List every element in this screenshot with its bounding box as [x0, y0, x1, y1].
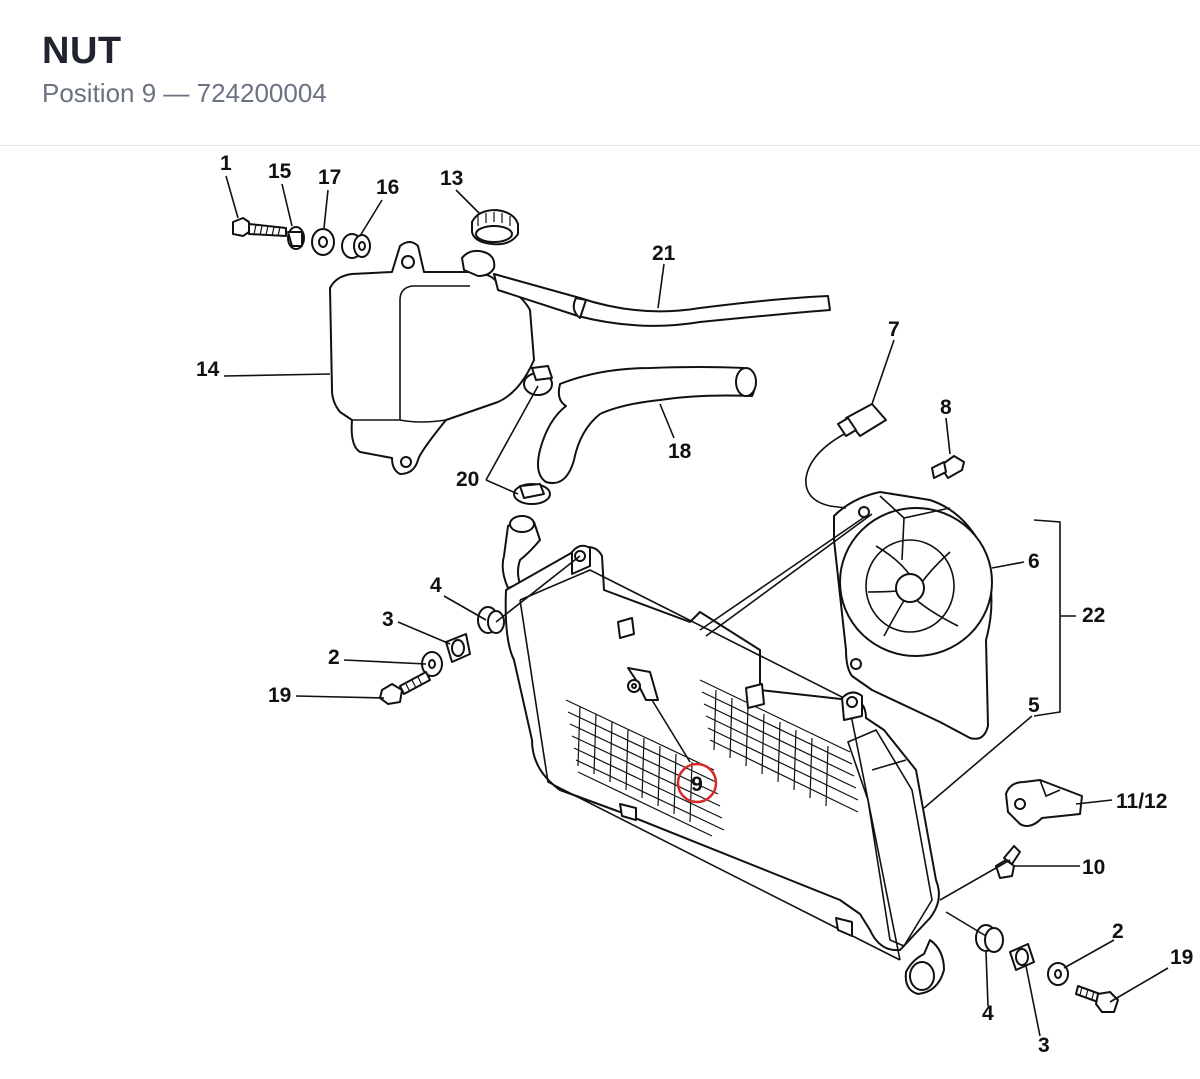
bracket-11-12	[1005, 779, 1083, 827]
fan-6	[833, 491, 993, 740]
exploded-parts-diagram: 1 15 17 16 13 21 14 7 8 18 20 6 22 4 3 2…	[196, 152, 1193, 1057]
callout-3-left[interactable]: 3	[382, 608, 394, 631]
screw-10	[995, 845, 1021, 879]
expansion-tank-14	[329, 241, 535, 475]
callout-17[interactable]: 17	[318, 166, 341, 189]
callout-2-right[interactable]: 2	[1112, 920, 1124, 943]
clamp-20-upper	[523, 365, 553, 396]
grommet-4-left	[477, 606, 505, 634]
callout-4-right[interactable]: 4	[982, 1002, 994, 1025]
callout-13[interactable]: 13	[440, 167, 463, 190]
part-subtitle: Position 9 — 724200004	[42, 78, 327, 108]
callout-9-highlighted[interactable]: 9	[676, 762, 718, 804]
hose-18	[537, 366, 757, 484]
callout-14[interactable]: 14	[196, 358, 220, 381]
screw-8	[931, 455, 965, 479]
callout-2-left[interactable]: 2	[328, 646, 340, 669]
spacer-3-left	[445, 633, 471, 663]
callout-19-left[interactable]: 19	[268, 684, 291, 707]
callout-19-right[interactable]: 19	[1170, 946, 1193, 969]
callout-9[interactable]: 9	[691, 773, 703, 796]
callout-22[interactable]: 22	[1082, 604, 1105, 627]
callout-18[interactable]: 18	[668, 440, 692, 463]
callout-3-right[interactable]: 3	[1038, 1034, 1050, 1057]
bolt-19-left	[379, 671, 431, 705]
callout-7[interactable]: 7	[888, 318, 900, 341]
highlight-ring	[676, 762, 718, 804]
hose-21	[493, 273, 831, 327]
spacer-15	[287, 226, 305, 250]
spacer-3-right	[1009, 943, 1035, 971]
callout-10[interactable]: 10	[1082, 856, 1105, 879]
page-header: NUT Position 9 — 724200004	[0, 0, 1200, 146]
callout-5[interactable]: 5	[1028, 694, 1040, 717]
callout-21[interactable]: 21	[652, 242, 676, 265]
callout-1[interactable]: 1	[220, 152, 232, 175]
grommet-4-right	[975, 924, 1004, 953]
wire-connector-7	[805, 403, 887, 509]
callout-labels: 1 15 17 16 13 21 14 7 8 18 20 6 22 4 3 2…	[196, 152, 1193, 1057]
callout-15[interactable]: 15	[268, 160, 292, 183]
radiator-5	[501, 515, 945, 995]
callout-4-left[interactable]: 4	[430, 574, 442, 597]
clamp-20-lower	[513, 483, 551, 505]
cap-13	[471, 209, 519, 246]
bolt-1	[232, 217, 287, 237]
callout-16[interactable]: 16	[376, 176, 399, 199]
callout-11-12[interactable]: 11/12	[1116, 790, 1167, 813]
bolt-19-right	[1075, 985, 1119, 1013]
callout-20[interactable]: 20	[456, 468, 479, 491]
callout-6[interactable]: 6	[1028, 550, 1040, 573]
part-title: NUT	[42, 30, 122, 72]
washer-17	[311, 228, 335, 256]
grommet-16	[341, 233, 371, 259]
washer-2-right	[1047, 962, 1069, 986]
leader-lines	[223, 175, 1169, 1037]
callout-8[interactable]: 8	[940, 396, 952, 419]
